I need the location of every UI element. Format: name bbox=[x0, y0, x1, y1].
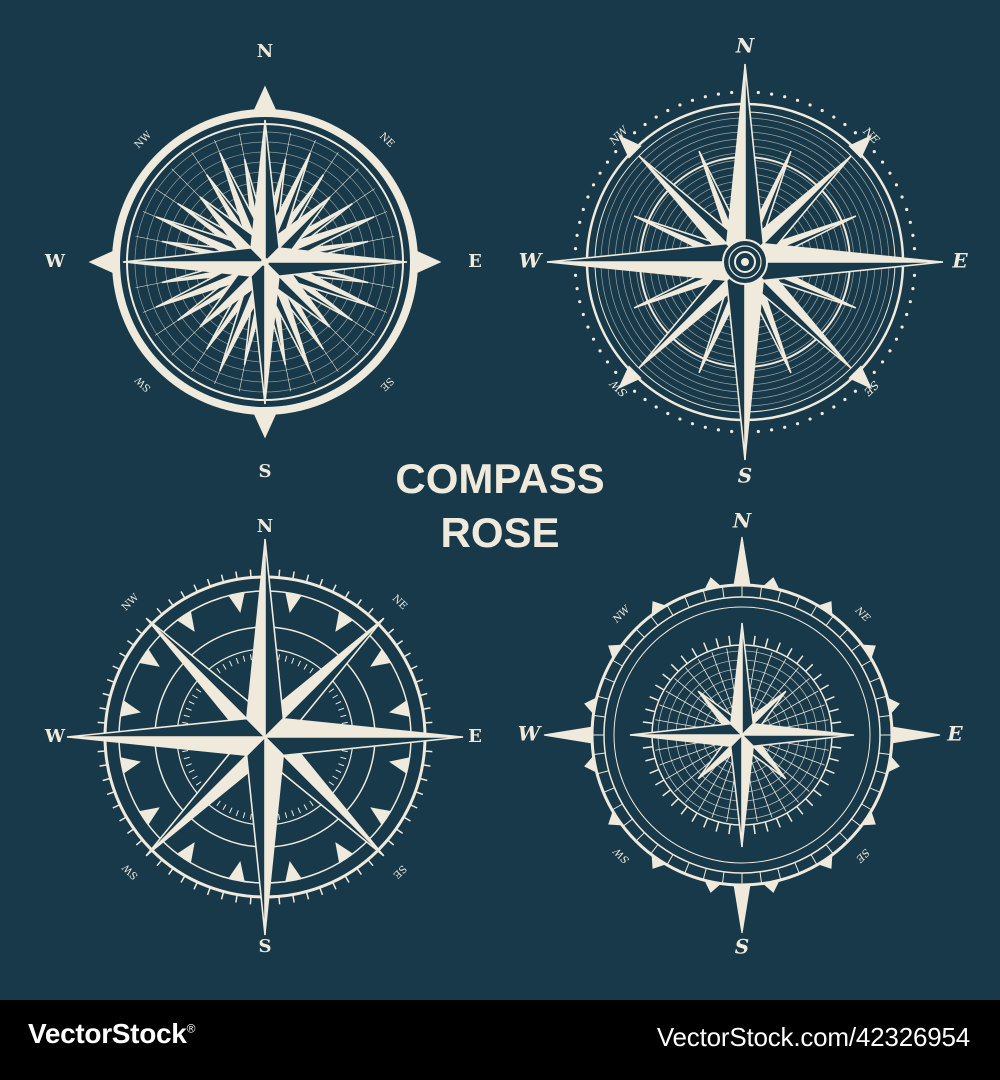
bl-inner-tooth-15 bbox=[228, 591, 245, 613]
bl-label-n: N bbox=[257, 516, 273, 537]
br-cardinal-pointer-1 bbox=[891, 726, 941, 744]
bl-point-1-3-shade bbox=[66, 717, 267, 738]
br-ring-3 bbox=[613, 606, 871, 864]
bl-inner-tooth-12 bbox=[119, 700, 141, 717]
bl-inner-tooth-13 bbox=[138, 648, 160, 667]
tr-label-e: E bbox=[951, 249, 968, 273]
tl-cardinal-tab-1 bbox=[416, 250, 442, 274]
br-point-1-3-shade bbox=[629, 722, 744, 736]
bl-inner-tooth-6 bbox=[335, 842, 354, 864]
bl-point-1-0-shade bbox=[264, 538, 285, 739]
tl-label-se: SE bbox=[378, 375, 396, 393]
tr-diag-arrow-1 bbox=[848, 365, 873, 390]
tr-point-2-0-lit bbox=[725, 63, 746, 264]
bl-point-1-1-lit bbox=[263, 717, 464, 738]
br-label-sw: SW bbox=[611, 845, 631, 865]
tl-point-3-3-shade bbox=[122, 247, 267, 263]
tr-diag-arrow-2 bbox=[617, 365, 642, 390]
tr-diag-arrow-0 bbox=[848, 134, 873, 159]
bl-inner-tooth-4 bbox=[389, 757, 411, 774]
image-id-text: VectorStock.com/42326954 bbox=[656, 1022, 970, 1052]
tl-cardinal-tab-2 bbox=[253, 413, 277, 439]
br-cardinal-pointer-2 bbox=[733, 884, 751, 934]
tl-hub bbox=[261, 258, 269, 266]
bl-point-1-2-shade bbox=[245, 735, 266, 936]
br-label-n: N bbox=[732, 509, 752, 533]
compass-rose-illustration: NESWNESESWNWNESWNESESWNWNESWNESESWNWNESW… bbox=[44, 34, 969, 959]
title-line-rose: ROSE bbox=[440, 509, 560, 556]
bl-inner-tooth-2 bbox=[370, 648, 392, 667]
bl-point-1-2-lit bbox=[264, 735, 285, 936]
tl-label-w: W bbox=[44, 251, 66, 272]
tl-label-nw: NW bbox=[133, 129, 155, 151]
tr-hub bbox=[741, 258, 749, 266]
tr-point-2-3-shade bbox=[546, 242, 747, 263]
tr-diag-arrow-3 bbox=[617, 134, 642, 159]
tr-hub-ring-3 bbox=[734, 251, 756, 273]
artwork-title: COMPASS ROSE bbox=[340, 452, 660, 560]
bl-inner-tooth-5 bbox=[370, 807, 392, 826]
tl-label-n: N bbox=[257, 41, 273, 62]
br-cardinal-pointer-0 bbox=[733, 536, 751, 586]
bl-inner-tooth-11 bbox=[119, 757, 141, 774]
bl-label-sw: SW bbox=[120, 861, 140, 881]
tr-point-2-1-lit bbox=[743, 242, 944, 263]
br-label-nw: NW bbox=[610, 604, 632, 626]
bl-point-1-3-lit bbox=[66, 736, 267, 757]
bl-label-se: SE bbox=[390, 862, 408, 880]
bl-inner-tooth-14 bbox=[176, 610, 195, 632]
br-label-ne: NE bbox=[852, 605, 872, 625]
tl-label-ne: NE bbox=[377, 131, 396, 150]
bl-label-w: W bbox=[44, 726, 66, 747]
tl-label-s: S bbox=[259, 461, 272, 482]
br-label-w: W bbox=[518, 722, 543, 746]
bl-inner-tooth-8 bbox=[228, 861, 245, 883]
tr-point-2-2-shade bbox=[725, 260, 746, 461]
tr-label-s: S bbox=[738, 464, 752, 488]
bl-inner-tooth-3 bbox=[389, 700, 411, 717]
bl-inner-tooth-9 bbox=[176, 842, 195, 864]
tr-point-2-1-shade bbox=[743, 261, 944, 282]
watermark-footer: VectorStock® VectorStock.com/42326954 bbox=[0, 1000, 1000, 1080]
bl-inner-tooth-1 bbox=[335, 610, 354, 632]
title-line-compass: COMPASS bbox=[395, 455, 605, 502]
tr-hub-ring-2 bbox=[728, 245, 762, 279]
br-label-s: S bbox=[735, 935, 749, 959]
tl-label-sw: SW bbox=[133, 373, 153, 393]
bl-label-ne: NE bbox=[390, 593, 409, 612]
bl-inner-tooth-10 bbox=[138, 807, 160, 826]
tr-point-2-0-shade bbox=[744, 63, 765, 264]
tl-cardinal-tab-0 bbox=[253, 85, 277, 111]
bl-label-nw: NW bbox=[120, 592, 142, 614]
br-label-se: SE bbox=[853, 846, 871, 864]
bl-point-1-0-lit bbox=[245, 538, 266, 739]
brand-logo: VectorStock® bbox=[28, 1018, 196, 1049]
tr-point-2-2-lit bbox=[744, 260, 765, 461]
br-ring-segments bbox=[592, 585, 892, 885]
tl-cardinal-tab-3 bbox=[88, 250, 114, 274]
bl-label-s: S bbox=[259, 936, 272, 957]
tr-label-n: N bbox=[735, 34, 755, 58]
tr-point-2-3-lit bbox=[546, 261, 747, 282]
br-label-e: E bbox=[946, 722, 963, 746]
bl-inner-tooth-7 bbox=[285, 861, 302, 883]
tr-label-w: W bbox=[519, 249, 544, 273]
tl-label-e: E bbox=[468, 251, 482, 272]
bl-inner-tooth-0 bbox=[285, 591, 302, 613]
bl-point-1-1-shade bbox=[263, 736, 464, 757]
bl-label-e: E bbox=[468, 726, 482, 747]
br-cardinal-pointer-3 bbox=[543, 726, 593, 744]
